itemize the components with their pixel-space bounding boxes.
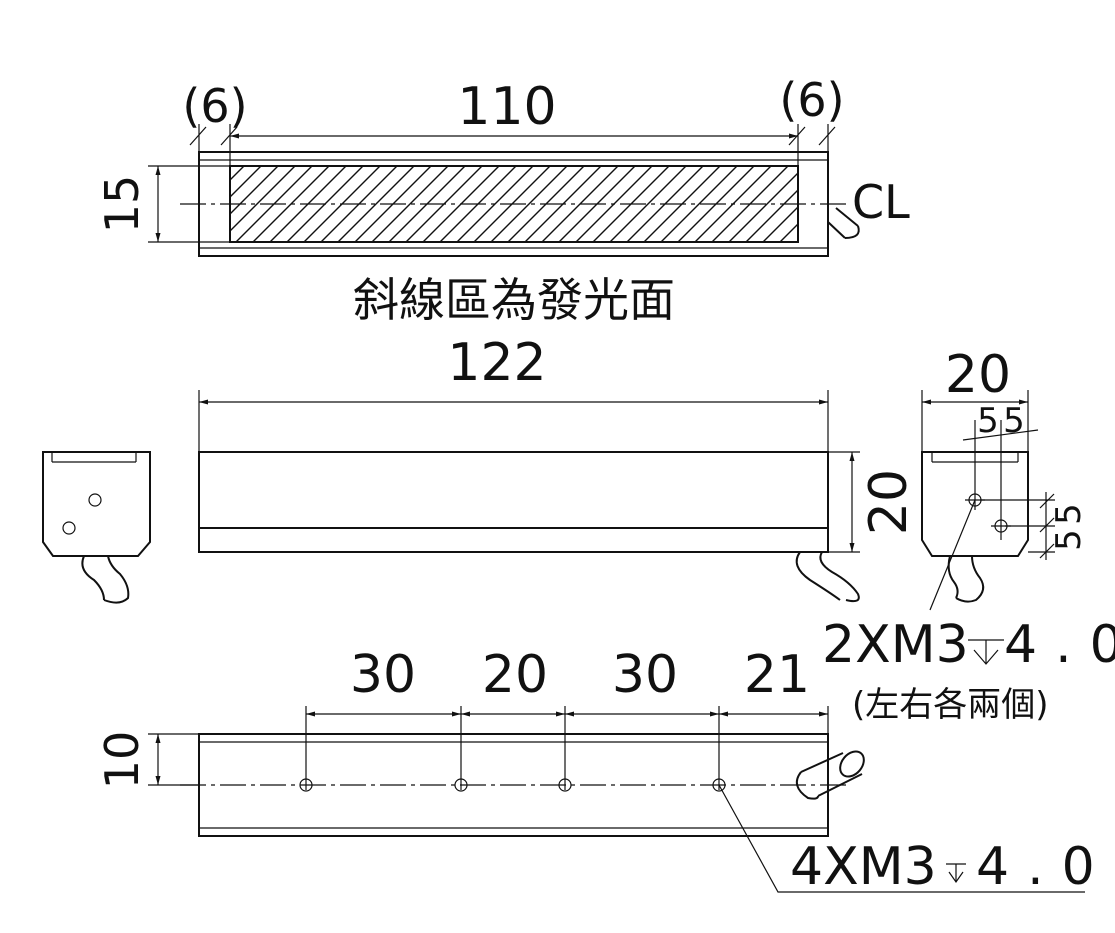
emitting-area-caption: 斜線區為發光面 bbox=[353, 273, 675, 327]
dim-spacing-2: 20 bbox=[482, 645, 548, 705]
hatch-line bbox=[779, 223, 798, 242]
right-side-body bbox=[921, 451, 1029, 557]
dim-spacing-1: 30 bbox=[350, 645, 416, 705]
hatch-line bbox=[609, 166, 687, 242]
centerline-label: CL bbox=[852, 175, 910, 229]
dim-height-label: 10 bbox=[95, 731, 149, 790]
mounting-hole bbox=[558, 778, 572, 792]
hatch-line bbox=[507, 166, 585, 242]
mounting-hole bbox=[299, 778, 313, 792]
hatch-line bbox=[320, 166, 398, 242]
cable bbox=[81, 555, 130, 604]
hatch-line bbox=[252, 166, 330, 242]
dim-height-label: 20 bbox=[859, 469, 919, 535]
hatch-line bbox=[660, 166, 738, 242]
hatch-line bbox=[235, 166, 313, 242]
mounting-hole bbox=[712, 778, 726, 792]
mounting-hole bbox=[454, 778, 468, 792]
left-side-body bbox=[42, 451, 151, 557]
dim-hole-y-label: 5 bbox=[1049, 503, 1089, 525]
dim-center-label: 110 bbox=[457, 77, 556, 137]
side-hole-sub: (左右各兩個) bbox=[852, 685, 1049, 725]
bottom-hole-note: 4XM3 bbox=[790, 837, 937, 897]
cable bbox=[795, 750, 865, 800]
hatch-line bbox=[439, 166, 517, 242]
hatch-line bbox=[230, 166, 296, 232]
leader-line bbox=[929, 499, 976, 611]
hatch-line bbox=[524, 166, 602, 242]
hatch-line bbox=[230, 166, 245, 181]
dim-spacing-4: 21 bbox=[744, 645, 810, 705]
hatch-line bbox=[269, 166, 347, 242]
hatch-line bbox=[490, 166, 568, 242]
top-view: (6) 110 (6) 15 CL 斜線區為發光面 bbox=[95, 73, 910, 327]
bottom-view: 30 20 30 21 10 4XM3 4.0 bbox=[95, 645, 1113, 897]
bottom-hole-depth: 4.0 bbox=[976, 837, 1113, 897]
hatch-line bbox=[694, 166, 772, 242]
leader-line bbox=[718, 784, 1085, 893]
hatch-line bbox=[371, 166, 449, 242]
hatch-line bbox=[558, 166, 636, 242]
front-view: 122 20 bbox=[198, 333, 919, 603]
hatch-pattern bbox=[230, 166, 798, 242]
left-side-view bbox=[42, 451, 151, 604]
mounting-hole bbox=[62, 521, 76, 535]
dim-right-label: (6) bbox=[779, 73, 844, 127]
dim-height-label: 15 bbox=[95, 175, 149, 234]
side-hole-depth: 4.0 bbox=[1004, 615, 1115, 675]
side-hole-note: 2XM3 bbox=[822, 615, 969, 675]
hatch-line bbox=[422, 166, 500, 242]
dim-hole-y2-label: 5 bbox=[1049, 529, 1089, 551]
hatch-line bbox=[405, 166, 483, 242]
hatch-line bbox=[388, 166, 466, 242]
hatch-line bbox=[643, 166, 721, 242]
depth-symbol bbox=[968, 639, 1004, 665]
dim-width-label: 20 bbox=[945, 345, 1011, 405]
cable bbox=[827, 207, 859, 239]
hatch-line bbox=[337, 166, 415, 242]
dim-spacing-3: 30 bbox=[612, 645, 678, 705]
hatch-line bbox=[711, 166, 789, 242]
hatch-line bbox=[473, 166, 551, 242]
hatch-line bbox=[230, 166, 262, 198]
bottom-holes bbox=[299, 778, 726, 792]
hatch-line bbox=[541, 166, 619, 242]
hatch-line bbox=[626, 166, 704, 242]
hatch-line bbox=[762, 206, 798, 242]
depth-symbol bbox=[946, 863, 966, 884]
cable bbox=[795, 551, 860, 603]
hatch-line bbox=[286, 166, 364, 242]
dim-hole-x2-label: 5 bbox=[1003, 401, 1025, 441]
hatch-line bbox=[303, 166, 381, 242]
dim-left-label: (6) bbox=[182, 79, 247, 133]
hatch-line bbox=[592, 166, 670, 242]
right-side-view: 20 5 5 5 5 2XM3 4.0 (左右各兩個) bbox=[822, 345, 1115, 725]
front-view-body bbox=[198, 451, 829, 553]
hatch-line bbox=[456, 166, 534, 242]
hatch-line bbox=[575, 166, 653, 242]
hatch-line bbox=[230, 166, 279, 215]
mounting-hole bbox=[88, 493, 102, 507]
hatch-line bbox=[745, 189, 798, 242]
dim-length-label: 122 bbox=[447, 333, 546, 393]
hatch-line bbox=[677, 166, 755, 242]
dim-hole-x-label: 5 bbox=[977, 401, 999, 441]
hatch-line bbox=[354, 166, 432, 242]
cable bbox=[947, 555, 985, 603]
hatch-line bbox=[728, 172, 798, 242]
